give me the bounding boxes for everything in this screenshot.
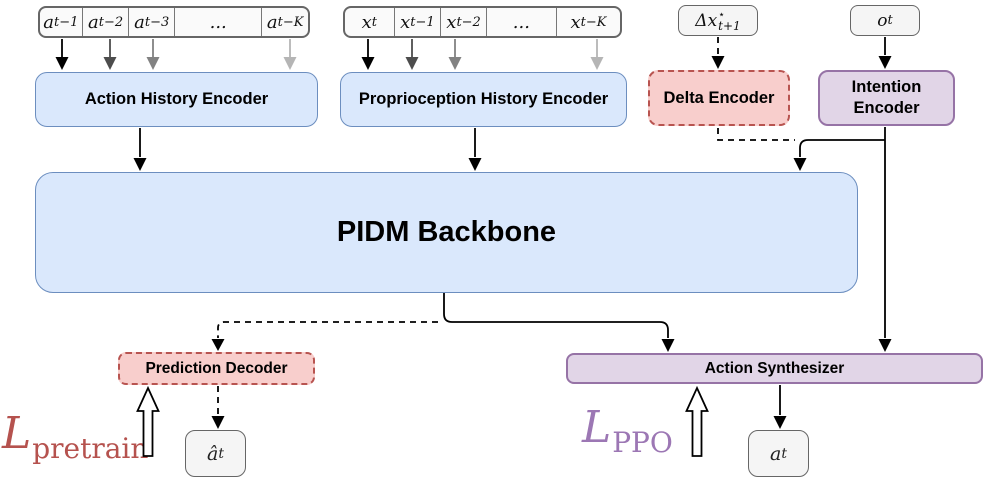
arrow-prediction-decoder-to-ahat-dashed — [211, 386, 225, 429]
proprioception-history-encoder-label: Proprioception History Encoder — [358, 90, 609, 109]
delta-encoder-label: Delta Encoder — [663, 88, 775, 107]
pretrain-loss-label: Lpretrain — [2, 408, 149, 465]
arrow-proprio-encoder-to-backbone — [468, 128, 482, 171]
action-synthesizer-block: Action Synthesizer — [566, 353, 983, 384]
arrow-delta-encoder-to-backbone-dashed — [717, 128, 795, 141]
prediction-decoder-label: Prediction Decoder — [145, 359, 288, 377]
arrow-intention-branch-to-backbone — [793, 139, 885, 171]
action-history-encoder-block: Action History Encoder — [35, 72, 318, 127]
arrow-action-synthesizer-to-action — [773, 385, 787, 429]
arrow-observation-to-intention-encoder — [878, 37, 892, 69]
action-history-encoder-label: Action History Encoder — [84, 90, 269, 109]
arrows-action-strip-to-encoder — [55, 39, 297, 70]
pidm-backbone-label: PIDM Backbone — [336, 216, 557, 248]
intention-encoder-block: Intention Encoder — [818, 70, 955, 126]
token-action-ellipsis: ... — [175, 8, 263, 36]
token-proprio-ellipsis: ... — [487, 8, 557, 36]
arrows-proprio-strip-to-encoder — [361, 39, 604, 70]
ppo-loss-label: LPPO — [582, 402, 673, 459]
arrow-intention-encoder-to-action-synthesizer — [878, 127, 892, 352]
prediction-decoder-block: Prediction Decoder — [118, 352, 315, 385]
action-synthesizer-label: Action Synthesizer — [704, 359, 845, 377]
delta-encoder-block: Delta Encoder — [648, 70, 790, 126]
arrow-delta-target-to-delta-encoder — [711, 37, 725, 69]
intention-encoder-label: Intention Encoder — [851, 78, 922, 117]
arrow-backbone-to-prediction-decoder-dashed — [211, 321, 438, 351]
ppo-loss-arrow-icon — [685, 385, 709, 457]
delta-target-input: Δx⋆t+1 — [678, 5, 758, 36]
pidm-backbone-block: PIDM Backbone — [35, 172, 858, 293]
arrow-action-encoder-to-backbone — [133, 128, 147, 171]
arrow-backbone-to-action-synthesizer — [443, 293, 675, 352]
proprioception-history-encoder-block: Proprioception History Encoder — [340, 72, 627, 127]
